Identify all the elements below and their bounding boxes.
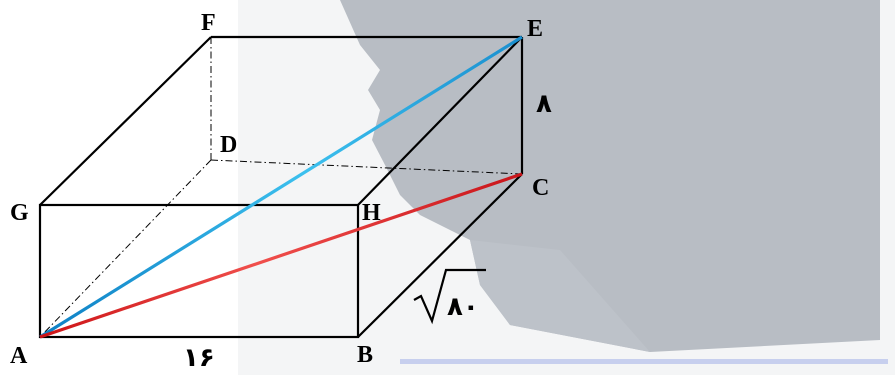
vertex-label-b: B bbox=[357, 342, 373, 368]
diagonal-ac bbox=[39, 172, 523, 339]
vertex-label-h: H bbox=[362, 200, 381, 226]
watermark-silhouette bbox=[238, 0, 895, 375]
height-label-ce: ۸ bbox=[536, 89, 552, 119]
sqrt-radical-icon bbox=[413, 268, 486, 325]
vertex-label-a: A bbox=[10, 343, 28, 369]
hidden-edges bbox=[39, 37, 523, 338]
width-value: ۸۰ bbox=[447, 292, 479, 322]
vertex-label-e: E bbox=[527, 16, 543, 42]
vertex-label-g: G bbox=[10, 200, 29, 226]
vertex-label-c: C bbox=[532, 175, 549, 201]
vertex-label-d: D bbox=[220, 132, 237, 158]
width-label-bc: ۸۰ bbox=[413, 268, 486, 325]
bottom-rule bbox=[400, 359, 888, 364]
diagonal-ae bbox=[39, 35, 523, 339]
length-label-ab: ۱۶ bbox=[183, 343, 215, 373]
box-edges bbox=[38, 35, 524, 339]
vertex-label-f: F bbox=[201, 10, 216, 36]
